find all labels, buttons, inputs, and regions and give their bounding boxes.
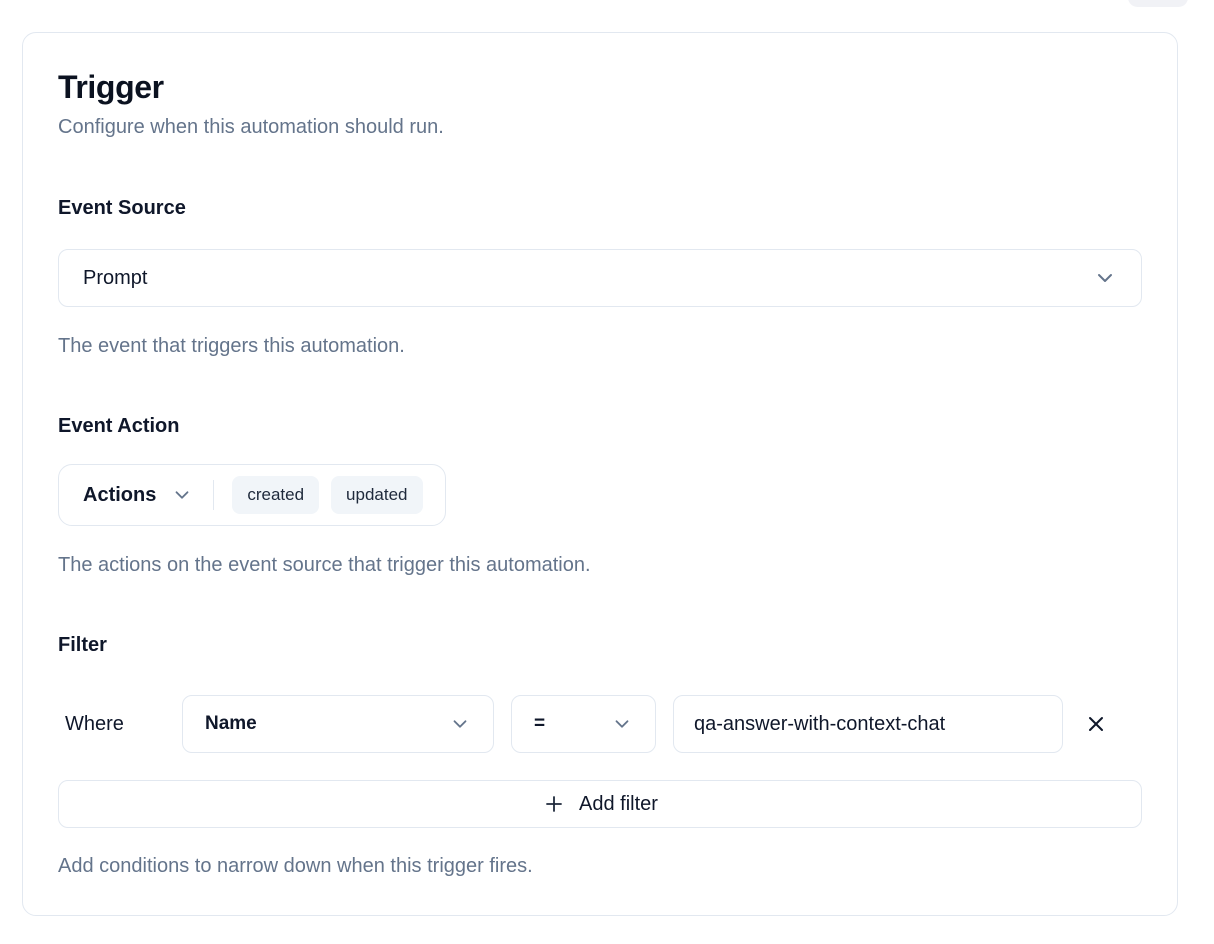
- chevron-down-icon: [615, 720, 629, 728]
- filter-operator-select[interactable]: =: [511, 695, 656, 753]
- vertical-divider: [213, 480, 215, 510]
- filter-operator-selected-value: =: [534, 713, 546, 734]
- event-action-control: Actions created updated: [58, 464, 446, 526]
- add-filter-label: Add filter: [579, 792, 658, 815]
- action-tag-updated: updated: [331, 476, 423, 514]
- page-subtitle: Configure when this automation should ru…: [58, 116, 444, 138]
- actions-dropdown-label: Actions: [83, 483, 157, 506]
- event-action-help: The actions on the event source that tri…: [58, 554, 591, 576]
- actions-dropdown[interactable]: Actions: [83, 484, 193, 507]
- filter-field-select[interactable]: Name: [182, 695, 494, 753]
- clipped-top-right-element: [1128, 0, 1188, 7]
- where-label: Where: [65, 712, 124, 735]
- event-source-help: The event that triggers this automation.: [58, 335, 405, 357]
- chevron-down-icon: [1098, 274, 1112, 282]
- remove-filter-button[interactable]: [1080, 708, 1112, 740]
- filter-value-input[interactable]: [673, 695, 1063, 753]
- event-source-selected-value: Prompt: [83, 266, 148, 289]
- trigger-card: Trigger Configure when this automation s…: [22, 32, 1178, 916]
- add-filter-button[interactable]: Add filter: [58, 780, 1142, 828]
- action-tag-created: created: [232, 476, 320, 514]
- plus-icon: [546, 796, 562, 812]
- page-title: Trigger: [58, 69, 164, 105]
- event-source-select[interactable]: Prompt: [58, 249, 1142, 307]
- chevron-down-icon: [453, 720, 467, 728]
- chevron-down-icon: [175, 491, 189, 499]
- event-action-label: Event Action: [58, 415, 180, 437]
- close-icon: [1089, 717, 1103, 731]
- filter-help: Add conditions to narrow down when this …: [58, 855, 533, 877]
- filter-field-selected-value: Name: [205, 713, 257, 734]
- filter-condition-row: Where Name =: [58, 695, 1142, 753]
- event-source-label: Event Source: [58, 197, 186, 219]
- filter-label: Filter: [58, 634, 107, 656]
